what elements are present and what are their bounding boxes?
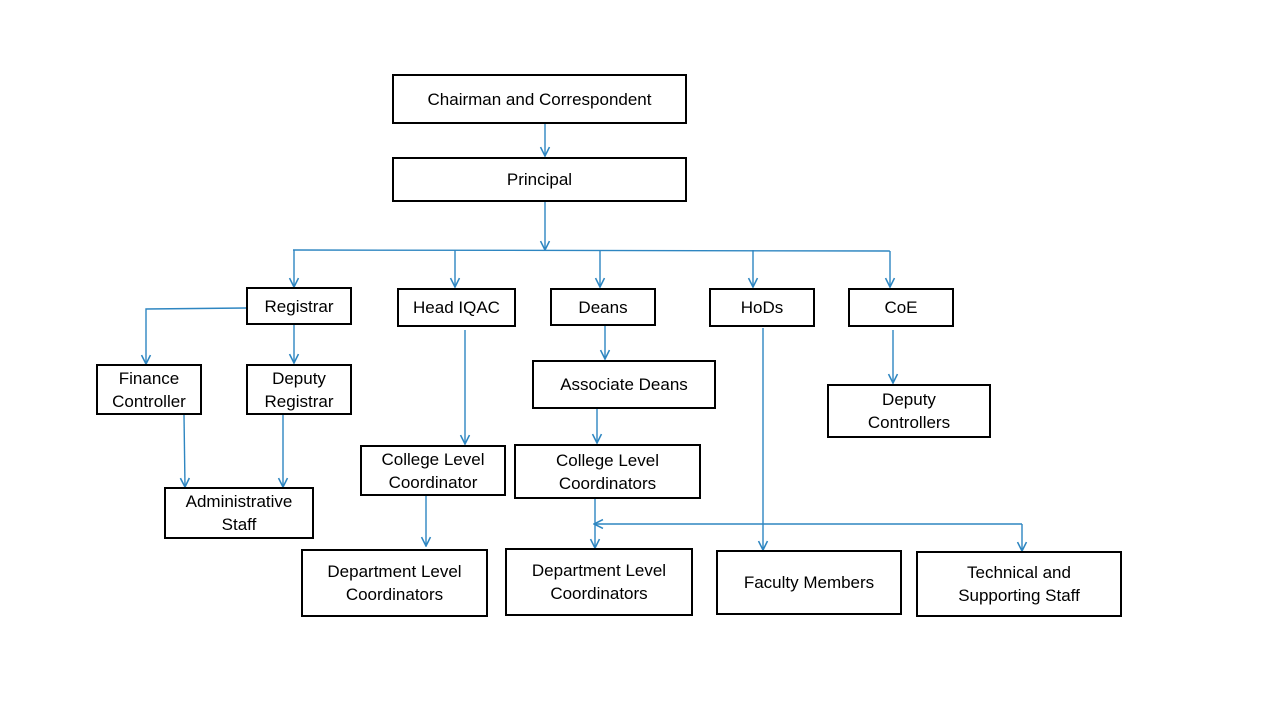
node-dept-level-coordinators-deans: Department Level Coordinators — [505, 548, 693, 616]
node-finance-controller: Finance Controller — [96, 364, 202, 415]
node-registrar: Registrar — [246, 287, 352, 325]
node-chairman: Chairman and Correspondent — [392, 74, 687, 124]
edge-finance-admin — [184, 414, 185, 487]
edge-top-bus — [292, 249, 891, 252]
node-associate-deans: Associate Deans — [532, 360, 716, 409]
node-faculty-members: Faculty Members — [716, 550, 902, 615]
node-principal: Principal — [392, 157, 687, 202]
node-deans: Deans — [550, 288, 656, 326]
node-hods: HoDs — [709, 288, 815, 327]
node-administrative-staff: Administrative Staff — [164, 487, 314, 539]
node-head-iqac: Head IQAC — [397, 288, 516, 327]
node-deputy-registrar: Deputy Registrar — [246, 364, 352, 415]
node-dept-level-coordinators-iqac: Department Level Coordinators — [301, 549, 488, 617]
node-deputy-controllers: Deputy Controllers — [827, 384, 991, 438]
node-college-level-coordinator: College Level Coordinator — [360, 445, 506, 496]
edge-registrar-finance — [146, 307, 247, 364]
node-college-level-coordinators: College Level Coordinators — [514, 444, 701, 499]
node-coe: CoE — [848, 288, 954, 327]
node-technical-staff: Technical and Supporting Staff — [916, 551, 1122, 617]
